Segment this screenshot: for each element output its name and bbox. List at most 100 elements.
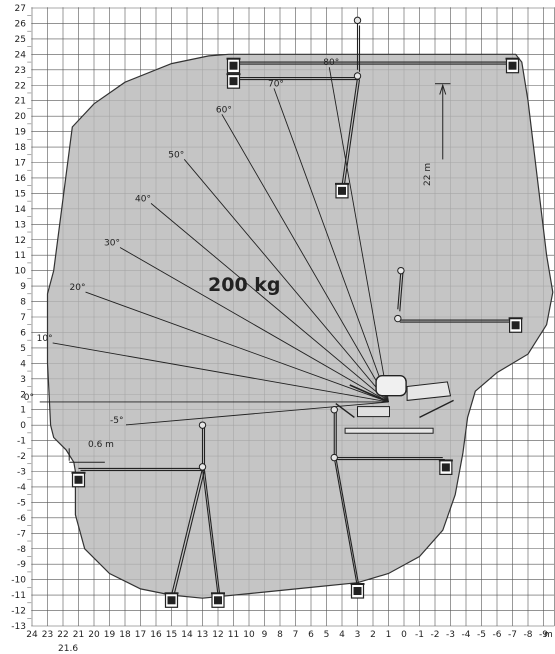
y-tick-label: 9	[20, 282, 26, 292]
x-tick-label: 5	[324, 630, 330, 640]
angle-rays	[39, 67, 389, 426]
y-tick-label: 5	[20, 344, 26, 354]
x-unit-label: m	[544, 630, 553, 640]
x-tick-label: -7	[508, 630, 517, 640]
x-tick-label: 15	[166, 630, 177, 640]
dimension-arrow	[439, 83, 447, 95]
x-tick-label: 9	[262, 630, 268, 640]
x-tick-label: -4	[462, 630, 471, 640]
y-tick-label: -13	[11, 622, 26, 632]
boom-root	[349, 384, 389, 403]
offset-note: 0.6 m	[88, 440, 114, 450]
y-tick-label: 7	[20, 313, 26, 323]
platform-basket	[74, 475, 83, 484]
y-tick-label: 18	[15, 143, 27, 153]
angle-ray	[328, 67, 389, 403]
x-tick-label: 3	[355, 630, 361, 640]
x-tick-label: 6	[308, 630, 314, 640]
x-tick-label: -3	[446, 630, 455, 640]
boom-joint	[353, 72, 362, 80]
boom-segment	[399, 272, 404, 312]
angle-label: -5°	[110, 416, 123, 426]
x-tick-label: -8	[524, 630, 533, 640]
boom-joint	[330, 406, 338, 414]
angle-label: 70°	[268, 79, 284, 89]
platform-basket	[167, 596, 176, 605]
x-tick-label: -6	[493, 630, 502, 640]
angle-label: 40°	[135, 194, 151, 204]
y-tick-label: -10	[11, 576, 26, 586]
boom-configurations	[68, 16, 523, 608]
y-tick-label: 27	[15, 4, 26, 14]
x-tick-label: 24	[26, 630, 38, 640]
x-tick-label: 7	[293, 630, 299, 640]
x-tick-label: 13	[197, 630, 208, 640]
y-tick-label: 6	[20, 328, 26, 338]
boom-segment	[341, 77, 359, 186]
x-tick-label: 4	[339, 630, 345, 640]
machine-tracks	[344, 427, 434, 434]
y-tick-label: -5	[17, 498, 26, 508]
angle-labels: -5°0°10°20°30°40°50°60°70°80°	[24, 58, 339, 426]
x-tick-label: 12	[212, 630, 223, 640]
y-tick-label: 19	[15, 128, 27, 138]
y-tick-label: -3	[17, 468, 26, 478]
y-tick-label: 21	[15, 97, 26, 107]
x-tick-label: 23	[42, 630, 53, 640]
x-tick-label: -1	[415, 630, 424, 640]
angle-label: 60°	[216, 105, 232, 115]
y-tick-label: 3	[20, 375, 26, 385]
x-tick-label: 17	[135, 630, 146, 640]
y-tick-label: 12	[15, 236, 26, 246]
y-tick-label: -9	[17, 560, 26, 570]
y-tick-label: 20	[15, 112, 27, 122]
x-tick-label: 1	[386, 630, 392, 640]
x-tick-label: 22	[57, 630, 68, 640]
x-tick-label: -9	[539, 630, 548, 640]
y-tick-label: -12	[11, 607, 26, 617]
y-tick-label: 0	[20, 421, 26, 431]
angle-ray	[125, 401, 389, 426]
y-tick-label: -11	[11, 591, 26, 601]
y-tick-label: 25	[15, 35, 26, 45]
machine-counterweight	[406, 381, 452, 401]
angle-label: 0°	[24, 393, 34, 403]
platform-basket	[353, 587, 362, 596]
x-tick-label: 14	[181, 630, 193, 640]
platform-basket	[229, 77, 238, 86]
outrigger	[335, 402, 355, 418]
angle-label: 30°	[104, 238, 120, 248]
y-tick-label: 13	[15, 220, 26, 230]
platform-basket	[229, 61, 238, 70]
boom-segment	[203, 470, 221, 598]
x-tick-label: 20	[88, 630, 100, 640]
y-tick-label: -7	[17, 529, 26, 539]
x-tick-label: 19	[104, 630, 116, 640]
angle-ray	[221, 114, 389, 403]
boom-joint	[397, 266, 405, 275]
platform-basket	[508, 61, 517, 70]
x-tick-label: -5	[477, 630, 486, 640]
y-tick-label: 26	[15, 19, 27, 29]
working-envelope	[46, 53, 554, 599]
machine-base	[335, 375, 454, 434]
y-tick-label: 10	[15, 267, 27, 277]
y-tick-label: -4	[17, 483, 26, 493]
angle-ray	[119, 247, 389, 403]
capacity-label: 200 kg	[208, 274, 281, 296]
y-tick-label: 22	[15, 81, 26, 91]
boom-segment	[172, 470, 206, 598]
y-tick-label: -6	[17, 514, 26, 524]
boom-segment	[170, 468, 204, 596]
y-tick-label: 16	[15, 174, 27, 184]
platform-basket	[511, 321, 520, 330]
machine-body	[357, 406, 390, 418]
platform-basket	[338, 186, 346, 195]
x-tick-label: 16	[150, 630, 162, 640]
boom-segment	[333, 457, 359, 588]
boom-joint	[198, 421, 207, 429]
x-tick-label: 8	[277, 630, 283, 640]
outrigger	[419, 399, 454, 419]
y-tick-label: 24	[15, 50, 27, 60]
